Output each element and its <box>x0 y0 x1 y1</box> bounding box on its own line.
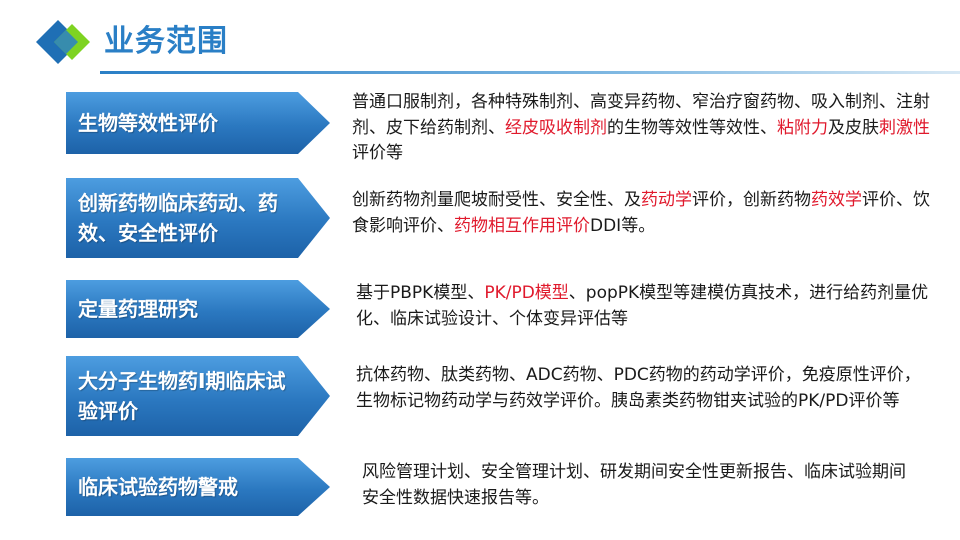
page-title: 业务范围 <box>104 24 228 59</box>
scope-description-1: 普通口服制剂，各种特殊制剂、高变异药物、窄治疗窗药物、吸入制剂、注射剂、皮下给药… <box>352 92 930 163</box>
scope-description-2: 创新药物剂量爬坡耐受性、安全性、及药动学评价，创新药物药效学评价、饮食影响评价、… <box>352 190 930 236</box>
scope-tag-label: 定量药理研究 <box>78 297 198 321</box>
scope-description-5: 风险管理计划、安全管理计划、研发期间安全性更新报告、临床试验期间安全性数据快速报… <box>362 462 906 508</box>
scope-tag-label: 大分子生物药I期临床试验评价 <box>78 369 286 423</box>
scope-tag-4: 大分子生物药I期临床试验评价 <box>66 356 330 436</box>
header: 业务范围 <box>0 0 960 90</box>
scope-tag-2: 创新药物临床药动、药效、安全性评价 <box>66 178 330 258</box>
scope-tag-label: 临床试验药物警戒 <box>78 475 238 499</box>
scope-tag-label: 创新药物临床药动、药效、安全性评价 <box>78 191 278 245</box>
scope-tag-5: 临床试验药物警戒 <box>66 458 330 516</box>
scope-tag-label: 生物等效性评价 <box>78 111 218 135</box>
scope-description-3: 基于PBPK模型、PK/PD模型、popPK模型等建模仿真技术，进行给药剂量优化… <box>356 283 929 329</box>
scope-tag-3: 定量药理研究 <box>66 280 330 338</box>
scope-description-4: 抗体药物、肽类药物、ADC药物、PDC药物的药动学评价，免疫原性评价，生物标记物… <box>356 365 921 411</box>
diamond-logo-icon <box>36 20 90 64</box>
scope-tag-1: 生物等效性评价 <box>66 92 330 154</box>
title-underline <box>100 71 960 74</box>
